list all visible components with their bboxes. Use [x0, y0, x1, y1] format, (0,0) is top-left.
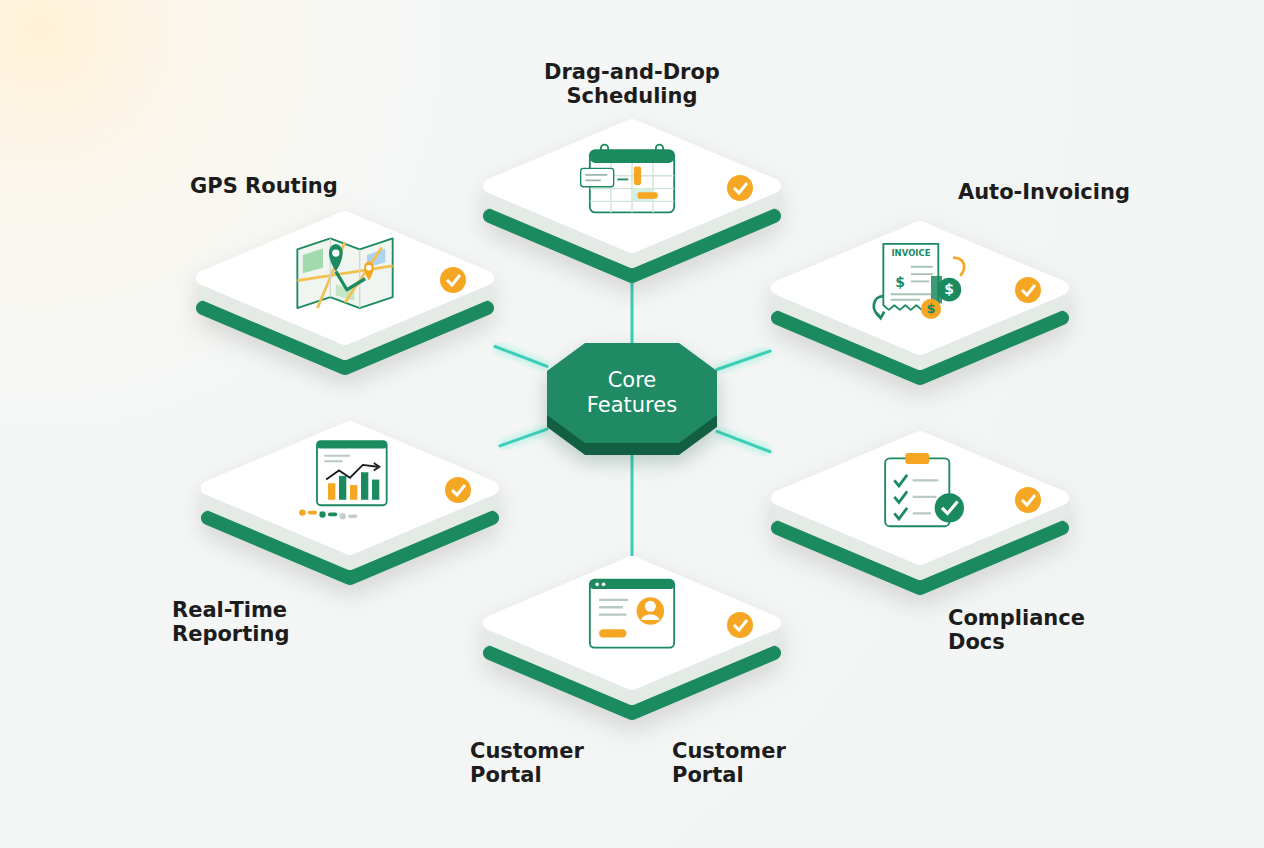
feature-tile: Real-Time Reporting — [200, 420, 500, 600]
tile-shape — [200, 420, 500, 600]
check-badge — [1015, 277, 1041, 303]
feature-label: Auto-Invoicing — [900, 180, 1130, 204]
connector-line — [495, 346, 547, 366]
tile-shape — [770, 430, 1070, 610]
connector-line — [632, 276, 633, 343]
connector-line — [717, 431, 770, 451]
check-badge — [440, 267, 466, 293]
feature-label: GPS Routing — [190, 174, 390, 198]
tile-face — [490, 126, 774, 246]
tile-shape — [195, 210, 495, 390]
feature-tile: GPS Routing — [195, 210, 495, 390]
feature-label: Customer Portal — [470, 739, 610, 787]
connector-line — [632, 455, 633, 555]
feature-label: Customer Portal — [672, 739, 812, 787]
tile-shape — [482, 555, 782, 735]
hub-label: Core Features — [547, 343, 717, 443]
connector-line — [500, 429, 547, 446]
feature-icon — [885, 453, 964, 526]
check-badge — [445, 477, 471, 503]
feature-label: Compliance Docs — [948, 606, 1123, 654]
feature-icon — [590, 580, 674, 648]
check-badge — [727, 612, 753, 638]
hub-octagon: Core Features — [547, 343, 717, 455]
feature-tile: Compliance Docs — [770, 430, 1070, 610]
feature-tile: Customer PortalCustomer Portal — [482, 555, 782, 735]
tile-shape — [770, 220, 1070, 400]
connector-line — [717, 351, 770, 369]
feature-icon — [581, 145, 675, 213]
feature-icon — [874, 244, 964, 319]
feature-icon — [299, 441, 387, 519]
check-badge — [727, 175, 753, 201]
tile-face — [490, 563, 774, 683]
feature-tile: Drag-and-Drop Scheduling — [482, 118, 782, 298]
check-badge — [1015, 487, 1041, 513]
octagon-face — [547, 343, 717, 443]
feature-tile: Auto-Invoicing — [770, 220, 1070, 400]
feature-icon — [297, 238, 392, 308]
tile-face — [208, 428, 492, 548]
tile-shape — [482, 118, 782, 298]
feature-label: Drag-and-Drop Scheduling — [502, 60, 762, 108]
tile-face — [203, 218, 487, 338]
tile-face — [778, 228, 1062, 348]
tile-face — [778, 438, 1062, 558]
feature-label: Real-Time Reporting — [172, 598, 342, 646]
